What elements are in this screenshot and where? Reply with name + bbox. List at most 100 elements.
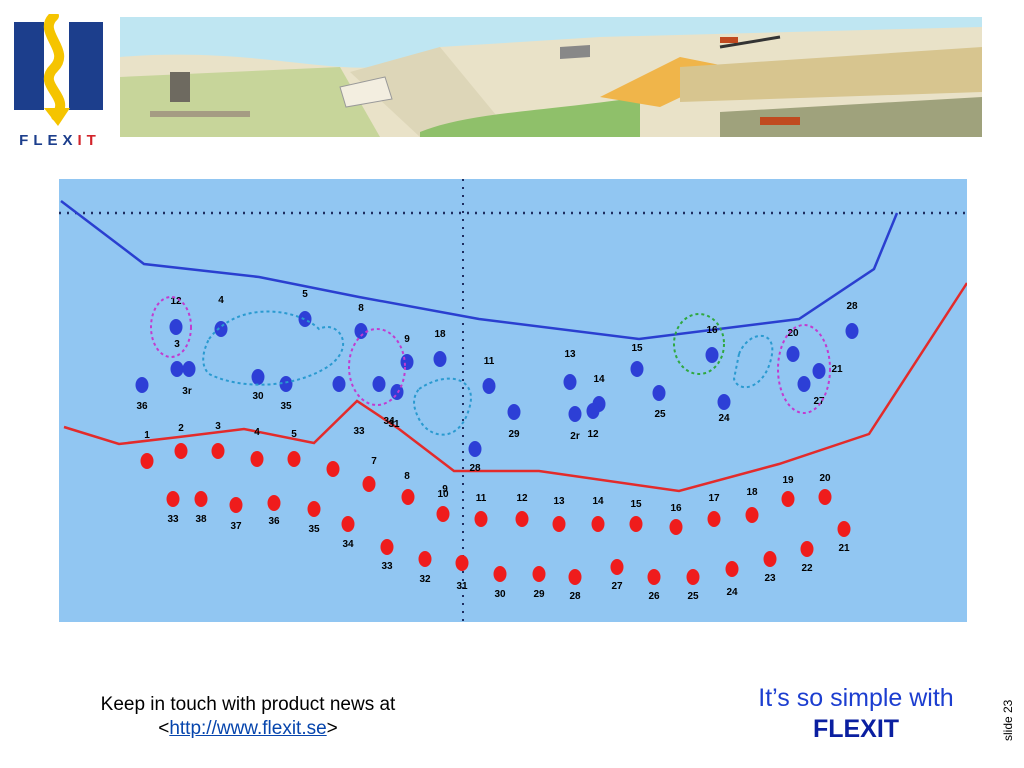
blue-marker: 3r bbox=[182, 361, 196, 397]
red-top-marker-label: 5 bbox=[291, 429, 297, 440]
blue-marker-dot bbox=[182, 361, 196, 377]
red-bottom-marker: 24 bbox=[725, 561, 739, 598]
blue-marker: 29 bbox=[507, 404, 521, 440]
red-bottom-marker-dot bbox=[725, 561, 739, 577]
red-bottom-marker: 32 bbox=[418, 551, 432, 585]
red-bottom-marker-label: 27 bbox=[611, 581, 623, 592]
loop-cyan-left bbox=[202, 310, 345, 386]
red-top-marker-dot bbox=[326, 461, 340, 477]
red-bottom-marker-dot bbox=[418, 551, 432, 567]
slide-number: slide 23 bbox=[1001, 699, 1015, 741]
red-top-marker-label: 7 bbox=[371, 456, 377, 467]
blue-marker-label: 25 bbox=[654, 409, 666, 420]
red-top-marker-label: 20 bbox=[819, 473, 831, 484]
red-bottom-marker-label: 23 bbox=[764, 573, 776, 584]
red-bottom-marker-label: 24 bbox=[726, 587, 738, 598]
red-top-marker-dot bbox=[552, 516, 566, 532]
red-bottom-marker-label: 33 bbox=[381, 561, 393, 572]
red-top-marker: 12 bbox=[515, 493, 529, 527]
blue-marker: 28 bbox=[468, 441, 482, 474]
blue-marker: 20 bbox=[786, 328, 800, 362]
blue-marker-dot bbox=[482, 378, 496, 394]
blue-marker-dot bbox=[135, 377, 149, 393]
red-bottom-marker-label: 34 bbox=[342, 539, 354, 550]
red-bottom-marker: 26 bbox=[647, 569, 661, 602]
blue-marker-dot bbox=[568, 406, 582, 422]
blue-marker: 21 bbox=[812, 363, 843, 379]
red-top-marker-dot bbox=[707, 511, 721, 527]
loop-cyan-center bbox=[413, 377, 472, 436]
blue-marker: 18 bbox=[433, 329, 447, 367]
red-bottom-marker-dot bbox=[568, 569, 582, 585]
red-bottom-marker-dot bbox=[455, 555, 469, 571]
red-top-marker-dot bbox=[629, 516, 643, 532]
red-bottom-marker-dot bbox=[166, 491, 180, 507]
red-top-marker: 18 bbox=[745, 487, 759, 523]
blue-marker-dot bbox=[717, 394, 731, 410]
red-top-marker: 19 bbox=[781, 475, 795, 507]
footer-line1: Keep in touch with product news at bbox=[100, 694, 396, 715]
red-bottom-marker: 33 bbox=[380, 539, 394, 572]
flexit-logo[interactable]: FLEXIT bbox=[14, 11, 106, 154]
red-top-marker: 11 bbox=[474, 493, 488, 527]
diagram-background bbox=[59, 179, 967, 622]
red-top-marker: 20 bbox=[818, 473, 832, 505]
red-top-marker-label: 19 bbox=[782, 475, 794, 486]
loop-cyan-right bbox=[732, 334, 774, 389]
red-top-marker-label: 2 bbox=[178, 423, 184, 434]
red-top-marker-dot bbox=[669, 519, 683, 535]
blue-marker-dot bbox=[845, 323, 859, 339]
blue-marker: 30 bbox=[251, 369, 265, 402]
red-bottom-marker-label: 31 bbox=[456, 581, 468, 592]
flexit-website-link[interactable]: http://www.flexit.se bbox=[169, 718, 327, 739]
red-top-marker-label: 15 bbox=[630, 499, 642, 510]
red-bottom-marker: 38 bbox=[194, 491, 208, 525]
blue-marker-label: 15 bbox=[631, 343, 643, 354]
blue-marker-label: 5 bbox=[302, 289, 308, 300]
blue-marker-dot bbox=[251, 369, 265, 385]
blue-marker-label: 3 bbox=[174, 339, 180, 350]
red-top-marker: 15 bbox=[629, 499, 643, 532]
red-bottom-marker-label: 28 bbox=[569, 591, 581, 602]
blue-marker-dot bbox=[298, 311, 312, 327]
blue-marker: 24 bbox=[717, 394, 731, 424]
red-top-marker-label: 10 bbox=[437, 489, 449, 500]
red-bottom-marker-label: 29 bbox=[533, 589, 545, 600]
loop-right bbox=[777, 324, 831, 414]
tagline: It’s so simple with FLEXIT bbox=[720, 683, 992, 745]
red-top-marker-dot bbox=[211, 443, 225, 459]
blue-marker: 36 bbox=[135, 377, 149, 412]
red-top-marker-label: 16 bbox=[670, 503, 682, 514]
red-top-marker: 1 bbox=[140, 430, 154, 469]
blue-marker-label: 18 bbox=[434, 329, 446, 340]
red-bottom-marker-label: 21 bbox=[838, 543, 850, 554]
red-top-marker: 17 bbox=[707, 493, 721, 527]
red-bottom-marker: 25 bbox=[686, 569, 700, 602]
blue-marker: 13 bbox=[563, 349, 577, 390]
blue-marker: 15 bbox=[630, 343, 644, 377]
red-bottom-marker-dot bbox=[610, 559, 624, 575]
blue-marker-dot bbox=[797, 376, 811, 392]
blue-marker-label: 29 bbox=[508, 429, 520, 440]
blue-marker-dot bbox=[170, 361, 184, 377]
blue-marker-label: 12 bbox=[170, 296, 182, 307]
red-top-marker: 5 bbox=[287, 429, 301, 467]
footer-line2: <http://www.flexit.se> bbox=[158, 718, 338, 739]
blue-marker: 35 bbox=[279, 376, 293, 412]
red-bottom-marker: 23 bbox=[763, 551, 777, 584]
red-bottom-marker-label: 26 bbox=[648, 591, 660, 602]
red-bottom-marker-dot bbox=[647, 569, 661, 585]
red-bottom-marker: 28 bbox=[568, 569, 582, 602]
blue-marker-label: 12 bbox=[587, 429, 599, 440]
red-top-marker-label: 1 bbox=[144, 430, 150, 441]
blue-profile-line bbox=[60, 200, 899, 341]
red-top-marker: 14 bbox=[591, 496, 605, 532]
blue-marker-label: 28 bbox=[469, 463, 481, 474]
blue-marker-label: 4 bbox=[218, 295, 224, 306]
red-bottom-marker-label: 32 bbox=[419, 574, 431, 585]
blue-marker-label: 30 bbox=[252, 391, 264, 402]
blue-marker-label: 16 bbox=[706, 325, 718, 336]
red-bottom-marker: 21 bbox=[837, 521, 851, 554]
